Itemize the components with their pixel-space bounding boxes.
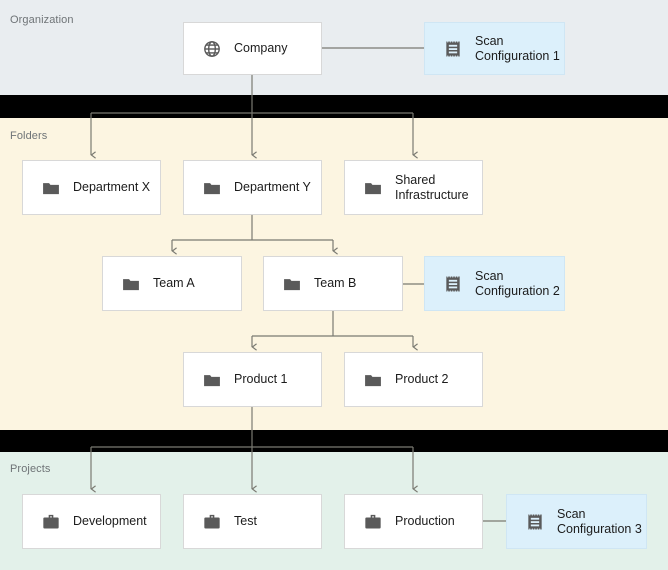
- node-label: Shared Infrastructure: [395, 172, 469, 202]
- briefcase-icon: [365, 514, 381, 528]
- node-shared-infrastructure[interactable]: Shared Infrastructure: [344, 160, 483, 215]
- node-production[interactable]: Production: [344, 494, 483, 549]
- node-label: Scan Configuration 3: [557, 506, 642, 536]
- briefcase-icon: [204, 514, 220, 528]
- node-label: Product 2: [395, 372, 449, 386]
- node-scan-configuration-1[interactable]: Scan Configuration 1: [424, 22, 565, 75]
- section-label-organization: Organization: [10, 14, 74, 26]
- node-label: Product 1: [234, 372, 288, 386]
- folder-icon: [365, 374, 381, 386]
- scan-config-icon: [446, 40, 460, 57]
- node-label: Scan Configuration 2: [475, 268, 560, 298]
- node-development[interactable]: Development: [22, 494, 161, 549]
- node-label: Department X: [73, 180, 151, 194]
- scan-config-icon: [446, 275, 460, 292]
- folder-icon: [43, 182, 59, 194]
- folder-icon: [365, 182, 381, 194]
- node-label: Production: [395, 514, 455, 528]
- node-scan-configuration-2[interactable]: Scan Configuration 2: [424, 256, 565, 311]
- scan-config-icon: [528, 513, 542, 530]
- node-test[interactable]: Test: [183, 494, 322, 549]
- briefcase-icon: [43, 514, 59, 528]
- node-scan-configuration-3[interactable]: Scan Configuration 3: [506, 494, 647, 549]
- node-product-2[interactable]: Product 2: [344, 352, 483, 407]
- node-department-y[interactable]: Department Y: [183, 160, 322, 215]
- node-label: Company: [234, 41, 288, 55]
- node-label: Team A: [153, 276, 195, 290]
- folder-icon: [284, 278, 300, 290]
- node-team-a[interactable]: Team A: [102, 256, 242, 311]
- node-team-b[interactable]: Team B: [263, 256, 403, 311]
- node-label: Department Y: [234, 180, 311, 194]
- node-department-x[interactable]: Department X: [22, 160, 161, 215]
- node-company[interactable]: Company: [183, 22, 322, 75]
- node-label: Development: [73, 514, 147, 528]
- section-divider-1: [0, 95, 668, 118]
- folder-icon: [204, 182, 220, 194]
- node-label: Team B: [314, 276, 357, 290]
- section-label-projects: Projects: [10, 463, 51, 475]
- node-product-1[interactable]: Product 1: [183, 352, 322, 407]
- folder-icon: [204, 374, 220, 386]
- section-label-folders: Folders: [10, 130, 48, 142]
- folder-icon: [123, 278, 139, 290]
- globe-icon: [204, 40, 220, 57]
- node-label: Test: [234, 514, 257, 528]
- node-label: Scan Configuration 1: [475, 33, 560, 63]
